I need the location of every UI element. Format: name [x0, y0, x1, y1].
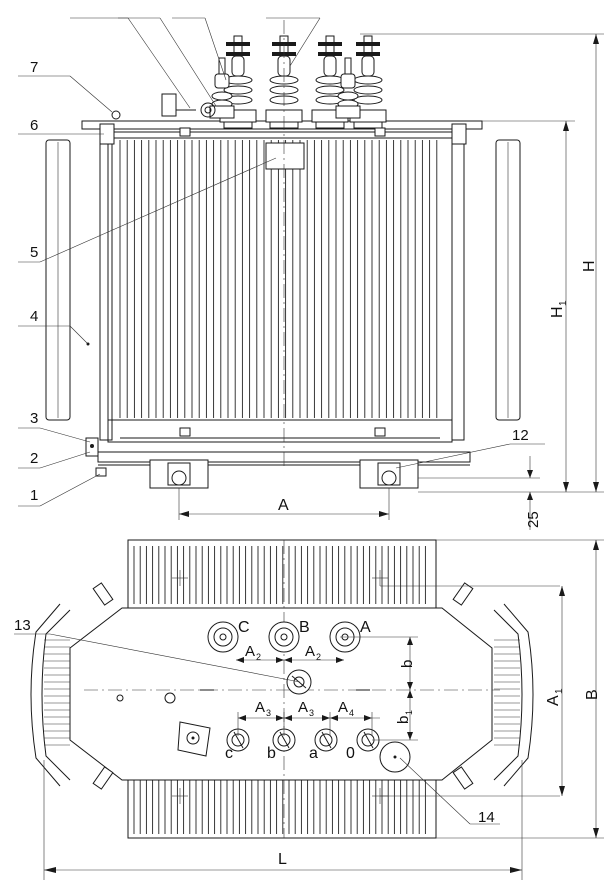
- dim-A2-right: A: [305, 643, 315, 660]
- front-callouts: [18, 17, 545, 507]
- fin-bank-top: [127, 539, 437, 609]
- fin-bank-bottom: [127, 771, 437, 839]
- hv-bushing-top: [207, 621, 239, 653]
- dim-A3-right: A: [298, 699, 308, 716]
- lv-bushing-top: [226, 728, 250, 752]
- wheel-left: [149, 459, 209, 489]
- bushing: [311, 35, 349, 129]
- lv-bushings: [226, 728, 380, 752]
- hv-bushing-top: [268, 621, 300, 653]
- lv-bushing: [335, 57, 361, 119]
- dim-H1-sub: 1: [558, 300, 569, 306]
- callout-12: 12: [512, 427, 529, 444]
- label-lv-c: c: [225, 745, 233, 762]
- dim-A3-left: A: [255, 699, 265, 716]
- thermometer-pocket: [161, 93, 177, 117]
- front-dimensions: [178, 33, 604, 530]
- dim-b: b: [399, 660, 416, 668]
- label-hv-C: C: [238, 619, 250, 636]
- radiator-left-top: [41, 609, 71, 781]
- callout-7: 7: [30, 59, 38, 76]
- lv-bushing-top: [314, 728, 338, 752]
- label-lv-0: 0: [346, 745, 355, 762]
- callout-5: 5: [30, 244, 38, 261]
- gauge-hole: [164, 692, 176, 704]
- lv-bushing: [209, 57, 235, 119]
- dim-A1-sub: 1: [554, 688, 565, 694]
- dim-b1-sub: 1: [404, 710, 414, 715]
- callout-4: 4: [30, 308, 38, 325]
- hv-bushings: [207, 621, 361, 653]
- label-lv-a: a: [309, 745, 318, 762]
- callout-6: 6: [30, 117, 38, 134]
- callout-14: 14: [478, 809, 495, 826]
- dim-25: 25: [525, 511, 542, 528]
- bushings-front: [209, 35, 387, 129]
- label-hv-A: A: [360, 619, 371, 636]
- bushing: [349, 35, 387, 129]
- callout-13: 13: [14, 617, 31, 634]
- label-lv-b: b: [267, 745, 276, 762]
- svg-text:2: 2: [256, 652, 261, 662]
- dim-b1: b: [395, 716, 412, 724]
- oil-valve: [200, 102, 216, 118]
- top-callouts: [14, 633, 500, 825]
- callout-1: 1: [30, 487, 38, 504]
- tank-cover-top: [69, 607, 493, 781]
- dim-H1: H: [549, 306, 566, 318]
- labels: 7 6 5 4 3 2 1 12 13 14 A H H 1 25 B A 1 …: [14, 59, 601, 868]
- dim-B: B: [584, 689, 601, 700]
- fill-hole: [116, 694, 124, 702]
- dim-H: H: [581, 260, 598, 272]
- dim-A4: A: [338, 699, 348, 716]
- svg-text:2: 2: [316, 652, 321, 662]
- svg-text:3: 3: [309, 708, 314, 718]
- lifting-lug-right: [451, 123, 467, 145]
- cooling-fins: [119, 140, 438, 418]
- dim-A2-left: A: [245, 643, 255, 660]
- top-dimensions: [43, 540, 599, 880]
- radiator-right-top: [493, 609, 523, 781]
- wheel-right: [359, 459, 419, 489]
- dim-A1: A: [545, 695, 562, 706]
- callout-2: 2: [30, 450, 38, 467]
- dim-L: L: [278, 851, 287, 868]
- svg-text:3: 3: [266, 708, 271, 718]
- fill-plug: [111, 110, 121, 120]
- svg-text:4: 4: [349, 708, 354, 718]
- rating-plate: [265, 142, 305, 170]
- dim-A: A: [278, 497, 289, 514]
- front-view: [45, 20, 521, 489]
- label-hv-B: B: [299, 619, 310, 636]
- top-view: [30, 539, 604, 839]
- callout-3: 3: [30, 410, 38, 427]
